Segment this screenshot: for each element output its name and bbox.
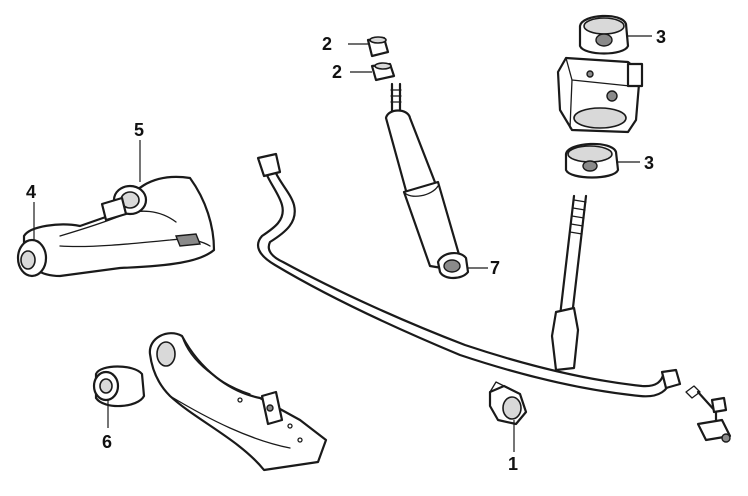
callout-5: 5 — [134, 120, 144, 140]
spring-seat-bracket[interactable] — [556, 56, 644, 134]
callout-1: 1 — [508, 454, 518, 474]
stabilizer-link[interactable] — [685, 385, 732, 443]
lower-bushing[interactable] — [564, 142, 620, 179]
callout-2b: 2 — [332, 62, 342, 82]
shock-bushing-upper[interactable] — [366, 36, 390, 58]
upper-arm-bushing[interactable] — [16, 238, 48, 278]
stabilizer-bar[interactable] — [256, 152, 682, 398]
callout-3b: 3 — [644, 153, 654, 173]
callout-3a: 3 — [656, 27, 666, 47]
lower-control-arm[interactable] — [148, 332, 328, 472]
shock-absorber[interactable] — [384, 82, 470, 280]
callout-4: 4 — [26, 182, 36, 202]
upper-bushing[interactable] — [578, 14, 630, 55]
stabilizer-bushing[interactable] — [488, 381, 528, 426]
torsion-bar[interactable] — [550, 194, 588, 372]
callout-6: 6 — [102, 432, 112, 452]
shock-bushing-lower[interactable] — [370, 62, 396, 82]
upper-control-arm[interactable] — [22, 175, 216, 278]
lower-arm-bushing[interactable] — [92, 365, 146, 408]
callout-2a: 2 — [322, 34, 332, 54]
callout-7: 7 — [490, 258, 500, 278]
